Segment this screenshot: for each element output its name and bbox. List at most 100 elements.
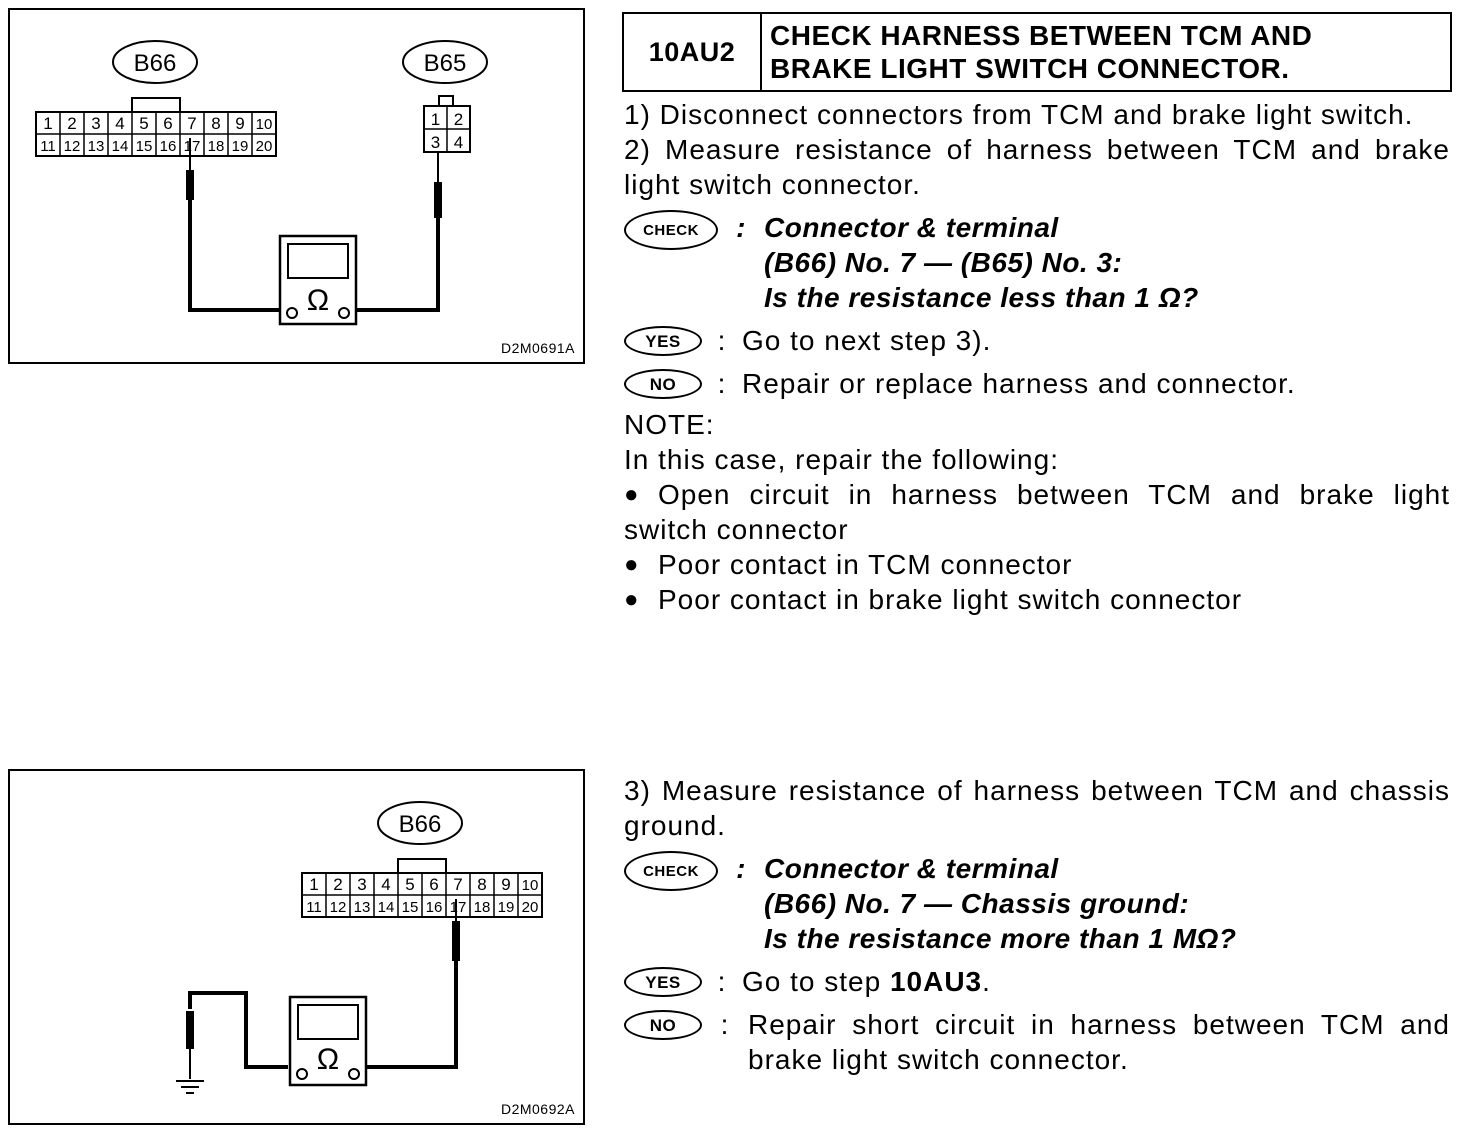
pin-number-3: 3 — [357, 875, 366, 894]
probe-wire-right — [350, 152, 442, 312]
step-id: 10AU2 — [624, 14, 762, 90]
no-action: Repair or replace harness and connector. — [742, 368, 1296, 399]
figure-code: D2M0691A — [500, 340, 575, 356]
check-badge: CHECK — [624, 851, 718, 891]
pin-number-9: 9 — [235, 114, 244, 133]
section-2: 3) Measure resistance of harness between… — [624, 773, 1450, 1077]
ohm-symbol: Ω — [317, 1043, 339, 1076]
pin-number-4: 4 — [115, 114, 124, 133]
no-action: Repair short circuit in harness between … — [748, 1009, 1450, 1075]
pin-number-11: 11 — [306, 899, 322, 916]
pin-number-16: 16 — [426, 899, 443, 916]
yes-colon: : — [717, 966, 727, 997]
yes-action: Go to next step 3). — [742, 325, 992, 356]
note-bullet-1: ● Open circuit in harness between TCM an… — [624, 477, 1450, 547]
check-criteria: Connector & terminal (B66) No. 7 — (B65)… — [764, 210, 1199, 315]
check-block: CHECK : Connector & terminal (B66) No. 7… — [624, 851, 1450, 956]
step-title: CHECK HARNESS BETWEEN TCM AND BRAKE LIGH… — [762, 14, 1450, 90]
ground-icon — [176, 1080, 204, 1094]
pin-number-7: 7 — [453, 875, 462, 894]
no-badge: NO — [624, 369, 702, 399]
yes-badge: YES — [624, 326, 702, 356]
check-colon: : — [736, 853, 746, 884]
pin-number-1: 1 — [43, 114, 52, 133]
b65-pin-1: 1 — [431, 110, 440, 129]
instruction-2: 2) Measure resistance of harness between… — [624, 134, 1450, 200]
pin-number-16: 16 — [160, 138, 177, 155]
note-bullet-3: ● Poor contact in brake light switch con… — [624, 582, 1450, 617]
ohmmeter: Ω — [278, 234, 358, 326]
pin-number-18: 18 — [474, 899, 491, 916]
yes-row: YES : Go to next step 3). — [624, 323, 1450, 358]
no-badge: NO — [624, 1010, 702, 1040]
pin-number-18: 18 — [208, 138, 225, 155]
bullet-text-1: Open circuit in harness between TCM and … — [624, 479, 1450, 545]
instruction-3: 3) Measure resistance of harness between… — [624, 775, 1450, 841]
no-colon: : — [720, 1009, 730, 1040]
probe-wire-right — [350, 899, 460, 1069]
pin-number-1: 1 — [309, 875, 318, 894]
pin-number-12: 12 — [330, 899, 347, 916]
step-header: 10AU2 CHECK HARNESS BETWEEN TCM AND BRAK… — [622, 12, 1452, 92]
check-block: CHECK : Connector & terminal (B66) No. 7… — [624, 210, 1450, 315]
connector-b66-label: B66 — [399, 811, 442, 838]
pin-number-15: 15 — [136, 138, 153, 155]
bullet-dot: ● — [624, 586, 640, 613]
connector-b66-label: B66 — [134, 50, 177, 77]
bullet-text-2: Poor contact in TCM connector — [658, 549, 1073, 580]
bullet-dot: ● — [624, 551, 640, 578]
check-line-1: Connector & terminal — [764, 212, 1059, 243]
pin-number-8: 8 — [211, 114, 220, 133]
pin-number-20: 20 — [522, 899, 539, 916]
pin-number-7: 7 — [187, 114, 196, 133]
check-badge: CHECK — [624, 210, 718, 250]
probe-wire-left — [186, 138, 288, 312]
b65-pin-4: 4 — [454, 133, 463, 152]
pin-number-10: 10 — [522, 877, 539, 894]
connector-b65: 1 2 3 4 — [423, 95, 471, 153]
yes-colon: : — [717, 325, 727, 356]
note-title: NOTE: — [624, 409, 715, 440]
b65-pin-3: 3 — [431, 133, 440, 152]
pin-number-14: 14 — [378, 899, 395, 916]
pin-number-12: 12 — [64, 138, 81, 155]
connector-b65-label-oval — [402, 40, 488, 84]
step-title-line-1: CHECK HARNESS BETWEEN TCM AND — [770, 20, 1313, 51]
pin-number-5: 5 — [139, 114, 148, 133]
pin-number-4: 4 — [381, 875, 390, 894]
pin-number-6: 6 — [163, 114, 172, 133]
no-row: NO : Repair or replace harness and conne… — [624, 366, 1450, 401]
check-line-3: Is the resistance less than 1 Ω? — [764, 282, 1199, 313]
step-title-line-2: BRAKE LIGHT SWITCH CONNECTOR. — [770, 53, 1290, 84]
pin-number-19: 19 — [498, 899, 515, 916]
yes-action: Go to step 10AU3. — [742, 964, 991, 999]
ohmmeter: Ω — [288, 995, 368, 1087]
no-row: NO : Repair short circuit in harness bet… — [624, 1007, 1450, 1077]
check-line-2: (B66) No. 7 — Chassis ground: — [764, 888, 1190, 919]
pin-number-5: 5 — [405, 875, 414, 894]
pin-number-10: 10 — [256, 116, 273, 133]
check-line-2: (B66) No. 7 — (B65) No. 3: — [764, 247, 1123, 278]
connector-b65-label: B65 — [424, 50, 467, 77]
figure-code: D2M0692A — [500, 1101, 575, 1117]
yes-action-step-link[interactable]: 10AU3 — [889, 966, 983, 997]
yes-row: YES : Go to step 10AU3. — [624, 964, 1450, 999]
note-bullet-2: ● Poor contact in TCM connector — [624, 547, 1450, 582]
yes-badge: YES — [624, 967, 702, 997]
check-criteria: Connector & terminal (B66) No. 7 — Chass… — [764, 851, 1237, 956]
check-line-3: Is the resistance more than 1 MΩ? — [764, 923, 1237, 954]
pin-number-17: 17 — [450, 899, 467, 916]
pin-number-2: 2 — [333, 875, 342, 894]
pin-number-8: 8 — [477, 875, 486, 894]
bullet-text-3: Poor contact in brake light switch conne… — [658, 584, 1243, 615]
pin-number-3: 3 — [91, 114, 100, 133]
instruction-1: 1) Disconnect connectors from TCM and br… — [624, 99, 1414, 130]
pin-number-19: 19 — [232, 138, 249, 155]
pin-number-20: 20 — [256, 138, 273, 155]
pin-number-17: 17 — [184, 138, 201, 155]
